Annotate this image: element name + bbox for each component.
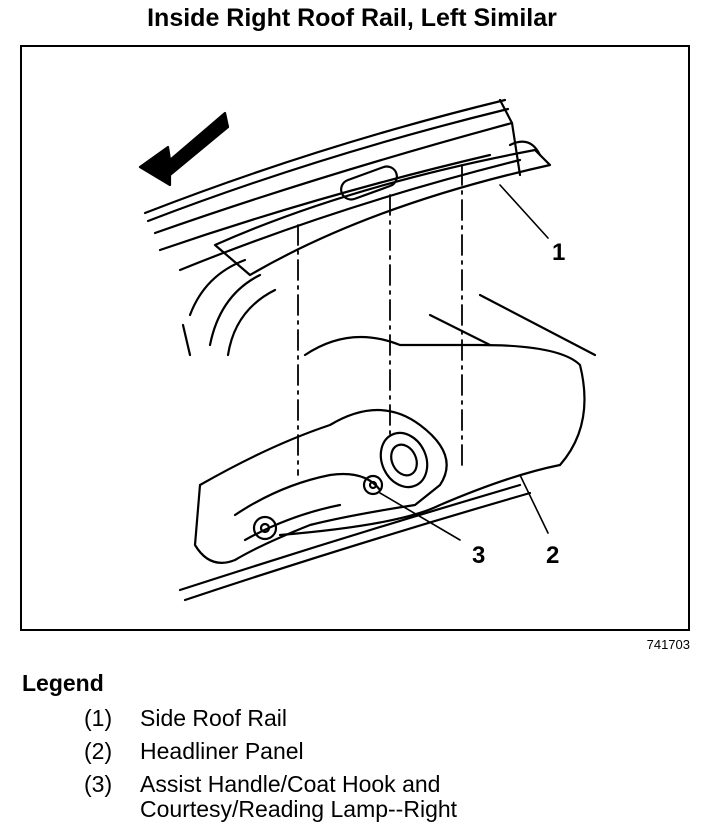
- figure-id: 741703: [646, 637, 690, 652]
- callout-1: 1: [552, 239, 565, 266]
- legend-heading: Legend: [22, 670, 104, 696]
- callout-3: 3: [472, 542, 485, 569]
- diagram-title: Inside Right Roof Rail, Left Similar: [147, 4, 557, 32]
- legend-item-number: (2): [84, 738, 113, 764]
- legend-item: (3) Assist Handle/Coat Hook and Courtesy…: [84, 768, 560, 822]
- assist-handle: [193, 409, 448, 564]
- legend-item: (2) Headliner Panel: [84, 735, 560, 768]
- legend-item-text: Side Roof Rail: [140, 705, 288, 731]
- diagram-frame: 1 2 3: [20, 45, 690, 631]
- side-roof-rail: [213, 148, 552, 277]
- legend-item: (1) Side Roof Rail: [84, 702, 560, 735]
- legend-item-text: Assist Handle/Coat Hook and Courtesy/Rea…: [140, 771, 458, 822]
- legend-list: (1) Side Roof Rail (2) Headliner Panel (…: [84, 702, 560, 822]
- legend-item-text: Headliner Panel: [140, 738, 304, 764]
- legend-item-number: (1): [84, 705, 113, 731]
- callout-2: 2: [546, 542, 559, 569]
- headliner-panel: [278, 335, 586, 537]
- legend-item-number: (3): [84, 771, 113, 797]
- direction-arrow: [138, 111, 230, 187]
- diagram-drawing: [138, 98, 597, 602]
